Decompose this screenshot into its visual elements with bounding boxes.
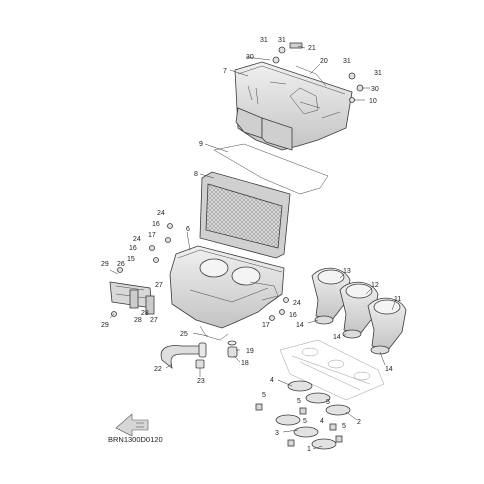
callout-31: 31 xyxy=(278,37,286,44)
callout-7: 7 xyxy=(223,68,227,75)
joint-clamps xyxy=(255,380,351,450)
callout-5: 5 xyxy=(303,418,307,425)
callout-16: 16 xyxy=(129,245,137,252)
drain-plug xyxy=(227,340,238,358)
callout-23: 23 xyxy=(197,378,205,385)
callout-21: 21 xyxy=(308,45,316,52)
diagram-code: BRN1300D0120 xyxy=(108,435,163,444)
callout-6: 6 xyxy=(186,226,190,233)
gasket xyxy=(213,143,329,195)
callout-14: 14 xyxy=(296,322,304,329)
throttle-body-outline xyxy=(279,339,385,401)
callout-25: 25 xyxy=(180,331,188,338)
callout-26: 26 xyxy=(117,261,125,268)
callout-31: 31 xyxy=(343,58,351,65)
callout-30: 30 xyxy=(371,86,379,93)
callout-27: 27 xyxy=(150,317,158,324)
air-filter-element xyxy=(199,171,291,259)
callout-24: 24 xyxy=(157,210,165,217)
hose-clamp xyxy=(195,359,205,369)
intake-funnels xyxy=(311,267,407,355)
callout-4: 4 xyxy=(270,377,274,384)
callout-15: 15 xyxy=(127,256,135,263)
callout-31: 31 xyxy=(374,70,382,77)
callout-10: 10 xyxy=(369,98,377,105)
callout-8: 8 xyxy=(194,171,198,178)
callout-14: 14 xyxy=(385,366,393,373)
callout-12: 12 xyxy=(371,282,379,289)
callout-30: 30 xyxy=(246,54,254,61)
callout-5: 5 xyxy=(297,398,301,405)
callout-labels: 31 31 21 30 20 31 7 31 30 10 9 8 24 16 6… xyxy=(101,37,401,453)
leader-lines xyxy=(109,45,396,450)
callout-5: 5 xyxy=(262,392,266,399)
callout-24: 24 xyxy=(133,236,141,243)
callout-3: 3 xyxy=(275,430,279,437)
side-bracket xyxy=(109,281,155,315)
callout-9: 9 xyxy=(199,141,203,148)
callout-5: 5 xyxy=(342,423,346,430)
callout-28: 28 xyxy=(141,310,149,317)
front-direction-arrow-icon xyxy=(115,413,149,437)
callout-19: 19 xyxy=(246,348,254,355)
callout-14: 14 xyxy=(333,334,341,341)
callout-29: 29 xyxy=(101,261,109,268)
callout-28: 28 xyxy=(134,317,142,324)
callout-11: 11 xyxy=(394,296,401,303)
callout-22: 22 xyxy=(154,366,162,373)
fasteners xyxy=(111,42,364,321)
callout-17: 17 xyxy=(148,232,156,239)
callout-16: 16 xyxy=(152,221,160,228)
callout-27: 27 xyxy=(155,282,163,289)
callout-4: 4 xyxy=(320,418,324,425)
callout-2: 2 xyxy=(357,419,361,426)
callout-31: 31 xyxy=(260,37,268,44)
breather-hose xyxy=(160,342,207,370)
airbox-cover xyxy=(234,61,353,151)
callout-5: 5 xyxy=(326,399,330,406)
callout-18: 18 xyxy=(241,360,249,367)
callout-29: 29 xyxy=(101,322,109,329)
callout-1: 1 xyxy=(307,446,311,453)
callout-17: 17 xyxy=(262,322,270,329)
callout-24: 24 xyxy=(293,300,301,307)
callout-16: 16 xyxy=(289,312,297,319)
airbox-case xyxy=(169,245,285,341)
callout-13: 13 xyxy=(343,268,351,275)
callout-20: 20 xyxy=(320,58,328,65)
